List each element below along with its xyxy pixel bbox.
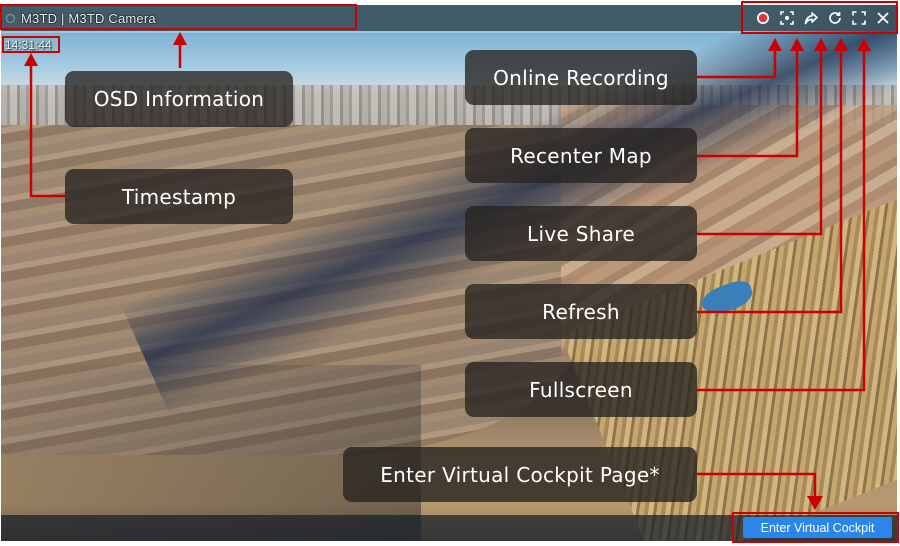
callout-online-recording: Online Recording xyxy=(465,50,697,105)
annotation-box-timestamp xyxy=(2,36,60,53)
timestamp: 14:31:44 xyxy=(5,38,52,52)
annotation-box-osd xyxy=(0,4,357,30)
callout-osd-information: OSD Information xyxy=(65,71,293,127)
osd-info: M3TD | M3TD Camera xyxy=(1,5,162,31)
annotation-box-cockpit xyxy=(732,512,899,543)
callout-recenter-map: Recenter Map xyxy=(465,128,697,183)
recenter-icon[interactable] xyxy=(779,10,795,26)
enter-virtual-cockpit-button[interactable]: Enter Virtual Cockpit xyxy=(743,517,892,538)
refresh-icon[interactable] xyxy=(827,10,843,26)
video-top-bar: M3TD | M3TD Camera xyxy=(1,5,897,31)
status-dot-icon xyxy=(6,13,15,23)
callout-fullscreen: Fullscreen xyxy=(465,362,697,417)
record-icon[interactable] xyxy=(755,10,771,26)
toolbar xyxy=(755,5,891,31)
video-bottom-bar: Enter Virtual Cockpit xyxy=(1,515,897,541)
window-title: M3TD | M3TD Camera xyxy=(21,10,156,26)
callout-timestamp: Timestamp xyxy=(65,169,293,224)
share-icon[interactable] xyxy=(803,10,819,26)
close-icon[interactable] xyxy=(875,10,891,26)
fullscreen-icon[interactable] xyxy=(851,10,867,26)
callout-live-share: Live Share xyxy=(465,206,697,261)
callout-enter-cockpit: Enter Virtual Cockpit Page* xyxy=(343,447,697,502)
callout-refresh: Refresh xyxy=(465,284,697,339)
annotation-box-toolbar xyxy=(741,1,898,34)
